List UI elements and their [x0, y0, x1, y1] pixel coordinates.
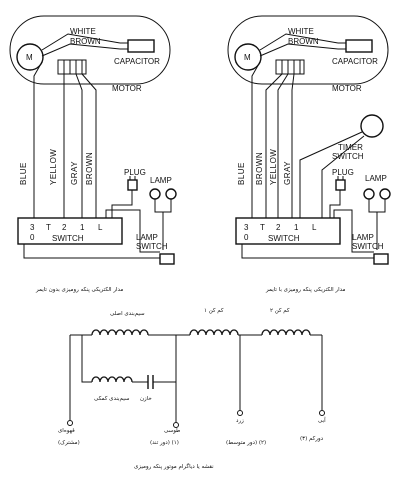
blue-wire-label: BLUE	[19, 162, 28, 185]
lamp-switch-symbol	[159, 253, 175, 265]
plug-symbol	[335, 179, 346, 191]
plug-label: PLUG	[124, 168, 146, 177]
motor-symbol	[234, 43, 262, 71]
main-winding-label: سیم‌بندی اصلی	[110, 311, 145, 317]
right-fan-wiring-diagram: M CAPACITOR WHITE BROWN MOTOR TIMER SWIT…	[227, 15, 391, 293]
lamp-2-symbol	[379, 188, 391, 200]
lamp-switch-label-2: SWITCH	[352, 242, 384, 251]
lamp-1-symbol	[149, 188, 161, 200]
fast-speed-label: (دور تند) (۱)	[150, 440, 179, 446]
auxiliary-winding-label: سیم‌بندی کمکی	[94, 395, 130, 402]
medium-speed-label: (دور متوسط) (۲)	[226, 440, 266, 446]
capacitor-symbol	[345, 39, 373, 53]
speed-1-winding-coil	[189, 329, 239, 336]
blue-fast-label: طوسی	[164, 428, 180, 434]
terminal-yellow-medium	[237, 410, 243, 416]
slow-speed-label: دورکم (۳)	[300, 435, 324, 442]
brown-common-label: قهوه‌ای	[58, 428, 75, 434]
left-caption: مدار الکتریکی پنکه رومیزی بدون تایمر	[35, 286, 123, 293]
yellow-wire-label: YELLOW	[269, 149, 278, 185]
terminal-0: 0	[244, 233, 249, 242]
yellow-wire-label: YELLOW	[49, 149, 58, 185]
capacitor-label: CAPACITOR	[114, 57, 160, 66]
speed-1-winding-label: کم کن ۱	[204, 307, 224, 314]
terminal-3: 3	[244, 223, 249, 232]
motor-label: MOTOR	[112, 84, 142, 93]
motor-terminal-block	[57, 59, 87, 75]
yellow-label: زرد	[236, 418, 244, 424]
lamp-1-symbol	[363, 188, 375, 200]
terminal-gray-slow	[319, 410, 325, 416]
terminal-brown-common	[67, 420, 73, 426]
terminal-t: T	[260, 223, 265, 232]
lamp-label: LAMP	[365, 174, 387, 183]
lamp-switch-label-2: SWITCH	[136, 242, 168, 251]
white-wire-label: WHITE	[70, 27, 96, 36]
plug-symbol	[127, 179, 138, 191]
auxiliary-winding-coil	[91, 376, 133, 383]
capacitor-fa-label: خازن	[140, 396, 152, 402]
terminal-l: L	[98, 223, 103, 232]
gray-label: آبی	[318, 417, 326, 424]
motor-symbol	[16, 43, 44, 71]
timer-switch-label: SWITCH	[332, 152, 364, 161]
motor-letter: M	[244, 53, 251, 62]
speed-2-winding-label: کم کن ۲	[270, 307, 290, 314]
brown-wire-label: BROWN	[85, 152, 94, 185]
terminal-1: 1	[80, 223, 85, 232]
motor-letter: M	[26, 53, 33, 62]
lamp-switch-label-1: LAMP	[352, 233, 374, 242]
capacitor-symbol	[127, 39, 155, 53]
terminal-3: 3	[30, 223, 35, 232]
terminal-1: 1	[294, 223, 299, 232]
motor-winding-diagram: سیم‌بندی اصلی کم کن ۱ کم کن ۲ سیم‌بندی ک…	[58, 307, 326, 470]
switch-box	[235, 217, 341, 245]
blue-wire-label: BLUE	[237, 162, 246, 185]
motor-label: MOTOR	[332, 84, 362, 93]
terminal-blue-fast	[173, 422, 179, 428]
white-wire-label: WHITE	[288, 27, 314, 36]
common-label: (مشترک)	[58, 439, 80, 446]
plug-label: PLUG	[332, 168, 354, 177]
gray-wire-label: GRAY	[70, 161, 79, 185]
motor-terminal-block	[275, 59, 305, 75]
terminal-2: 2	[62, 223, 67, 232]
lamp-switch-symbol	[373, 253, 389, 265]
timer-switch-symbol	[360, 114, 384, 138]
lamp-label: LAMP	[150, 176, 172, 185]
main-winding-coil	[91, 329, 149, 336]
right-caption: مدار الکتریکی پنکه رومیزی با تایمر	[265, 286, 345, 293]
brown-wire-label-top: BROWN	[70, 37, 101, 46]
switch-label: SWITCH	[52, 234, 84, 243]
capacitor-label: CAPACITOR	[332, 57, 378, 66]
terminal-0: 0	[30, 233, 35, 242]
terminal-2: 2	[276, 223, 281, 232]
lamp-switch-label-1: LAMP	[136, 233, 158, 242]
terminal-t: T	[46, 223, 51, 232]
terminal-l: L	[312, 223, 317, 232]
speed-2-winding-coil	[261, 329, 311, 336]
brown-wire-label: BROWN	[255, 152, 264, 185]
left-fan-wiring-diagram: M CAPACITOR WHITE BROWN MOTOR BLUE YELLO…	[9, 15, 177, 293]
switch-box	[17, 217, 123, 245]
switch-label: SWITCH	[268, 234, 300, 243]
brown-wire-label-top: BROWN	[288, 37, 319, 46]
bottom-caption: نقشه یا دیاگرام موتور پنکه رومیزی	[134, 463, 214, 470]
lamp-2-symbol	[165, 188, 177, 200]
gray-wire-label: GRAY	[283, 161, 292, 185]
motor-housing	[227, 15, 389, 85]
motor-housing	[9, 15, 171, 85]
